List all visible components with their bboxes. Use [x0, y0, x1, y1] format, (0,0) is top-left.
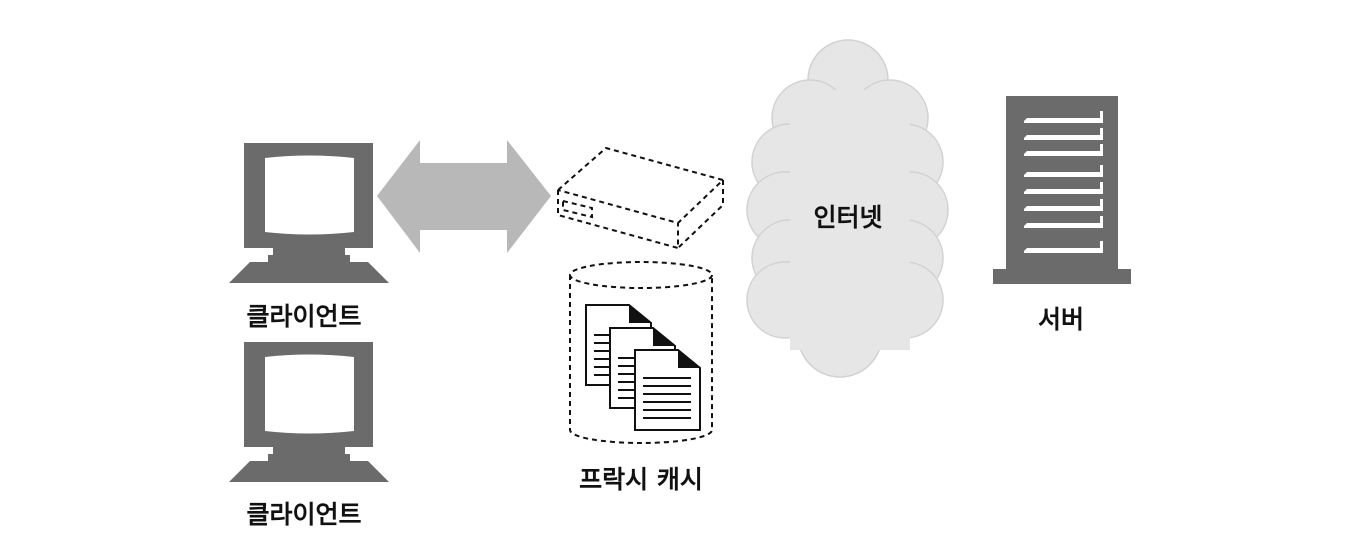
document-icon	[634, 349, 701, 431]
server-label: 서버	[1038, 305, 1084, 334]
document-icon	[609, 327, 676, 409]
client-2-label: 클라이언트	[246, 500, 361, 529]
client-1-label: 클라이언트	[246, 302, 361, 331]
cloud-icon	[746, 39, 949, 378]
proxy-cache-label: 프락시 캐시	[579, 465, 703, 494]
monitor-icon	[229, 342, 389, 482]
cache-cylinder-icon	[569, 261, 713, 444]
internet-label: 인터넷	[813, 203, 882, 232]
proxy-box-icon	[557, 146, 725, 250]
client-1: 클라이언트	[229, 143, 389, 331]
client-2: 클라이언트	[229, 342, 389, 529]
server-icon	[993, 96, 1131, 284]
double-arrow-icon	[377, 140, 551, 253]
monitor-icon	[229, 143, 389, 283]
